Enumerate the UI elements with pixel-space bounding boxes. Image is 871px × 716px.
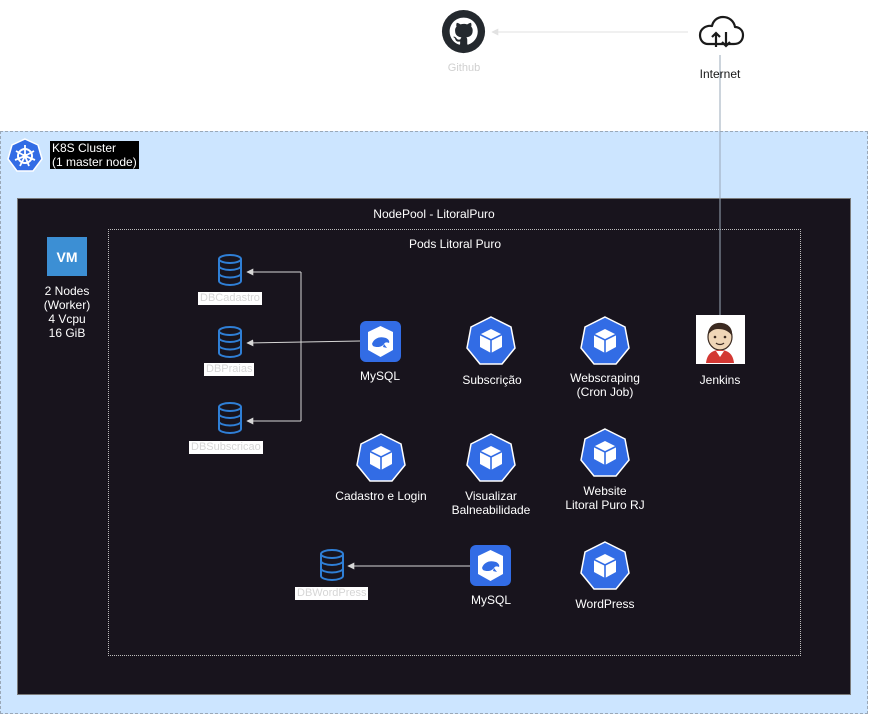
vm-label-nodes: 2 Nodes (44, 284, 90, 298)
nodepool-container (17, 198, 851, 695)
cluster-title-line-2: (1 master node) (52, 155, 137, 169)
db-label-subscricao: DBSubscricao (189, 441, 263, 454)
webscraping-label-line-1: Webscraping (570, 371, 640, 385)
database-icon (218, 402, 242, 434)
k8s-pod-cube-icon (580, 428, 630, 477)
k8s-pod-cube-icon (580, 316, 630, 365)
mysql-label-2: MySQL (470, 593, 511, 607)
database-icon (218, 326, 242, 358)
visualizar-label: Visualizar Balneabilidade (441, 489, 541, 517)
k8s-pod-cube-icon (466, 433, 516, 482)
pods-container (108, 229, 801, 656)
website-label-line-1: Website (583, 484, 627, 498)
k8s-pod-cube-icon (466, 316, 516, 365)
visualizar-label-line-1: Visualizar (465, 489, 517, 503)
mysql-dolphin-icon (360, 321, 401, 362)
db-label-wordpress: DBWordPress (295, 587, 369, 600)
internet-label: Internet (699, 67, 741, 81)
vm-icon: VM (47, 237, 87, 276)
jenkins-icon (696, 315, 745, 364)
pods-title: Pods Litoral Puro (408, 237, 502, 251)
jenkins-label: Jenkins (699, 373, 741, 387)
mysql-to-dbpraias-arrow (246, 339, 361, 347)
vm-label-vcpu: 4 Vcpu (48, 312, 86, 326)
webscraping-label-line-2: (Cron Job) (576, 385, 634, 399)
database-icon (320, 549, 344, 581)
vm-label: 2 Nodes (Worker) 4 Vcpu 16 GiB (32, 284, 102, 340)
database-icon (218, 254, 242, 286)
k8s-pod-cube-icon (356, 433, 406, 482)
vm-label-worker: (Worker) (43, 298, 91, 312)
cadastro-label: Cadastro e Login (335, 489, 427, 503)
github-label: Github (447, 62, 481, 74)
vm-label-ram: 16 GiB (48, 326, 86, 340)
webscraping-label: Webscraping (Cron Job) (560, 371, 650, 399)
visualizar-label-line-2: Balneabilidade (451, 503, 531, 517)
db-label-cadastro: DBCadastro (198, 292, 262, 305)
mysql-dolphin-icon (470, 545, 511, 586)
github-icon (441, 9, 486, 54)
jenkins-face-icon (706, 322, 734, 363)
k8s-pod-cube-icon (580, 541, 630, 590)
cloud-icon (698, 15, 745, 48)
db-label-praias: DBPraias (204, 363, 255, 376)
mysql-label-1: MySQL (359, 369, 400, 383)
wordpress-label: WordPress (575, 597, 635, 611)
cluster-title: K8S Cluster (1 master node) (50, 141, 139, 169)
website-label-line-2: Litoral Puro RJ (565, 498, 645, 512)
kubernetes-helm-icon (7, 138, 43, 172)
cluster-title-line-1: K8S Cluster (52, 141, 117, 155)
nodepool-title: NodePool - LitoralPuro (373, 207, 495, 221)
website-label: Website Litoral Puro RJ (555, 484, 655, 512)
subscricao-label: Subscrição (462, 373, 522, 387)
